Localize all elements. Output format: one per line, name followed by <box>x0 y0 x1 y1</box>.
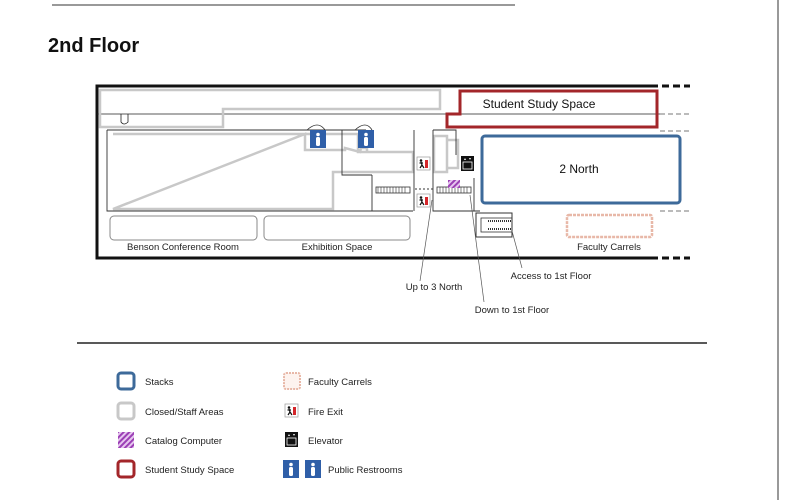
legend-label: Closed/Staff Areas <box>145 407 224 418</box>
closed-swatch <box>116 401 136 421</box>
carrels-label: Faculty Carrels <box>577 242 641 253</box>
catalog-computer-icon <box>448 180 460 188</box>
restroom-icon <box>283 460 299 478</box>
legend-label: Student Study Space <box>145 465 234 476</box>
legend: Stacks Closed/Staff Areas Catalog Comput… <box>116 371 403 479</box>
exhibition-label: Exhibition Space <box>302 242 373 253</box>
down-to-1st-floor-label: Down to 1st Floor <box>475 305 549 316</box>
stairs <box>375 186 513 238</box>
building-outline <box>95 84 690 260</box>
fire-exit-icon <box>416 193 431 208</box>
2-north-stacks-area[interactable] <box>480 134 682 205</box>
restroom-icon <box>358 130 374 148</box>
legend-label: Elevator <box>308 436 343 447</box>
catalog-swatch <box>118 432 134 448</box>
page-title: 2nd Floor <box>48 35 139 57</box>
closed-areas <box>98 88 460 211</box>
legend-label: Stacks <box>145 377 174 388</box>
exhibition-space[interactable] <box>263 215 411 241</box>
elevator-icon <box>284 431 299 448</box>
access-to-1st-floor-label: Access to 1st Floor <box>511 271 592 282</box>
legend-label: Fire Exit <box>308 407 343 418</box>
legend-label: Faculty Carrels <box>308 377 372 388</box>
carrels-swatch <box>283 372 301 390</box>
student-study-space-label: Student Study Space <box>483 97 596 111</box>
study-swatch <box>116 459 136 479</box>
student-study-space-area[interactable] <box>445 89 659 129</box>
fire-exit-icon <box>284 403 299 418</box>
legend-label: Public Restrooms <box>328 465 403 476</box>
benson-label: Benson Conference Room <box>127 242 239 253</box>
interior-walls <box>106 124 480 212</box>
up-to-3-north-label: Up to 3 North <box>406 282 463 293</box>
elevator-icon <box>460 155 475 172</box>
restroom-icon <box>305 460 321 478</box>
restroom-icon <box>310 130 326 148</box>
2-north-label: 2 North <box>559 162 598 176</box>
benson-conference-room[interactable] <box>109 215 258 241</box>
stacks-swatch <box>116 371 136 391</box>
fire-exit-icon <box>416 156 431 171</box>
faculty-carrels-area[interactable] <box>565 213 654 239</box>
legend-label: Catalog Computer <box>145 436 222 447</box>
callout-lines <box>419 194 523 303</box>
